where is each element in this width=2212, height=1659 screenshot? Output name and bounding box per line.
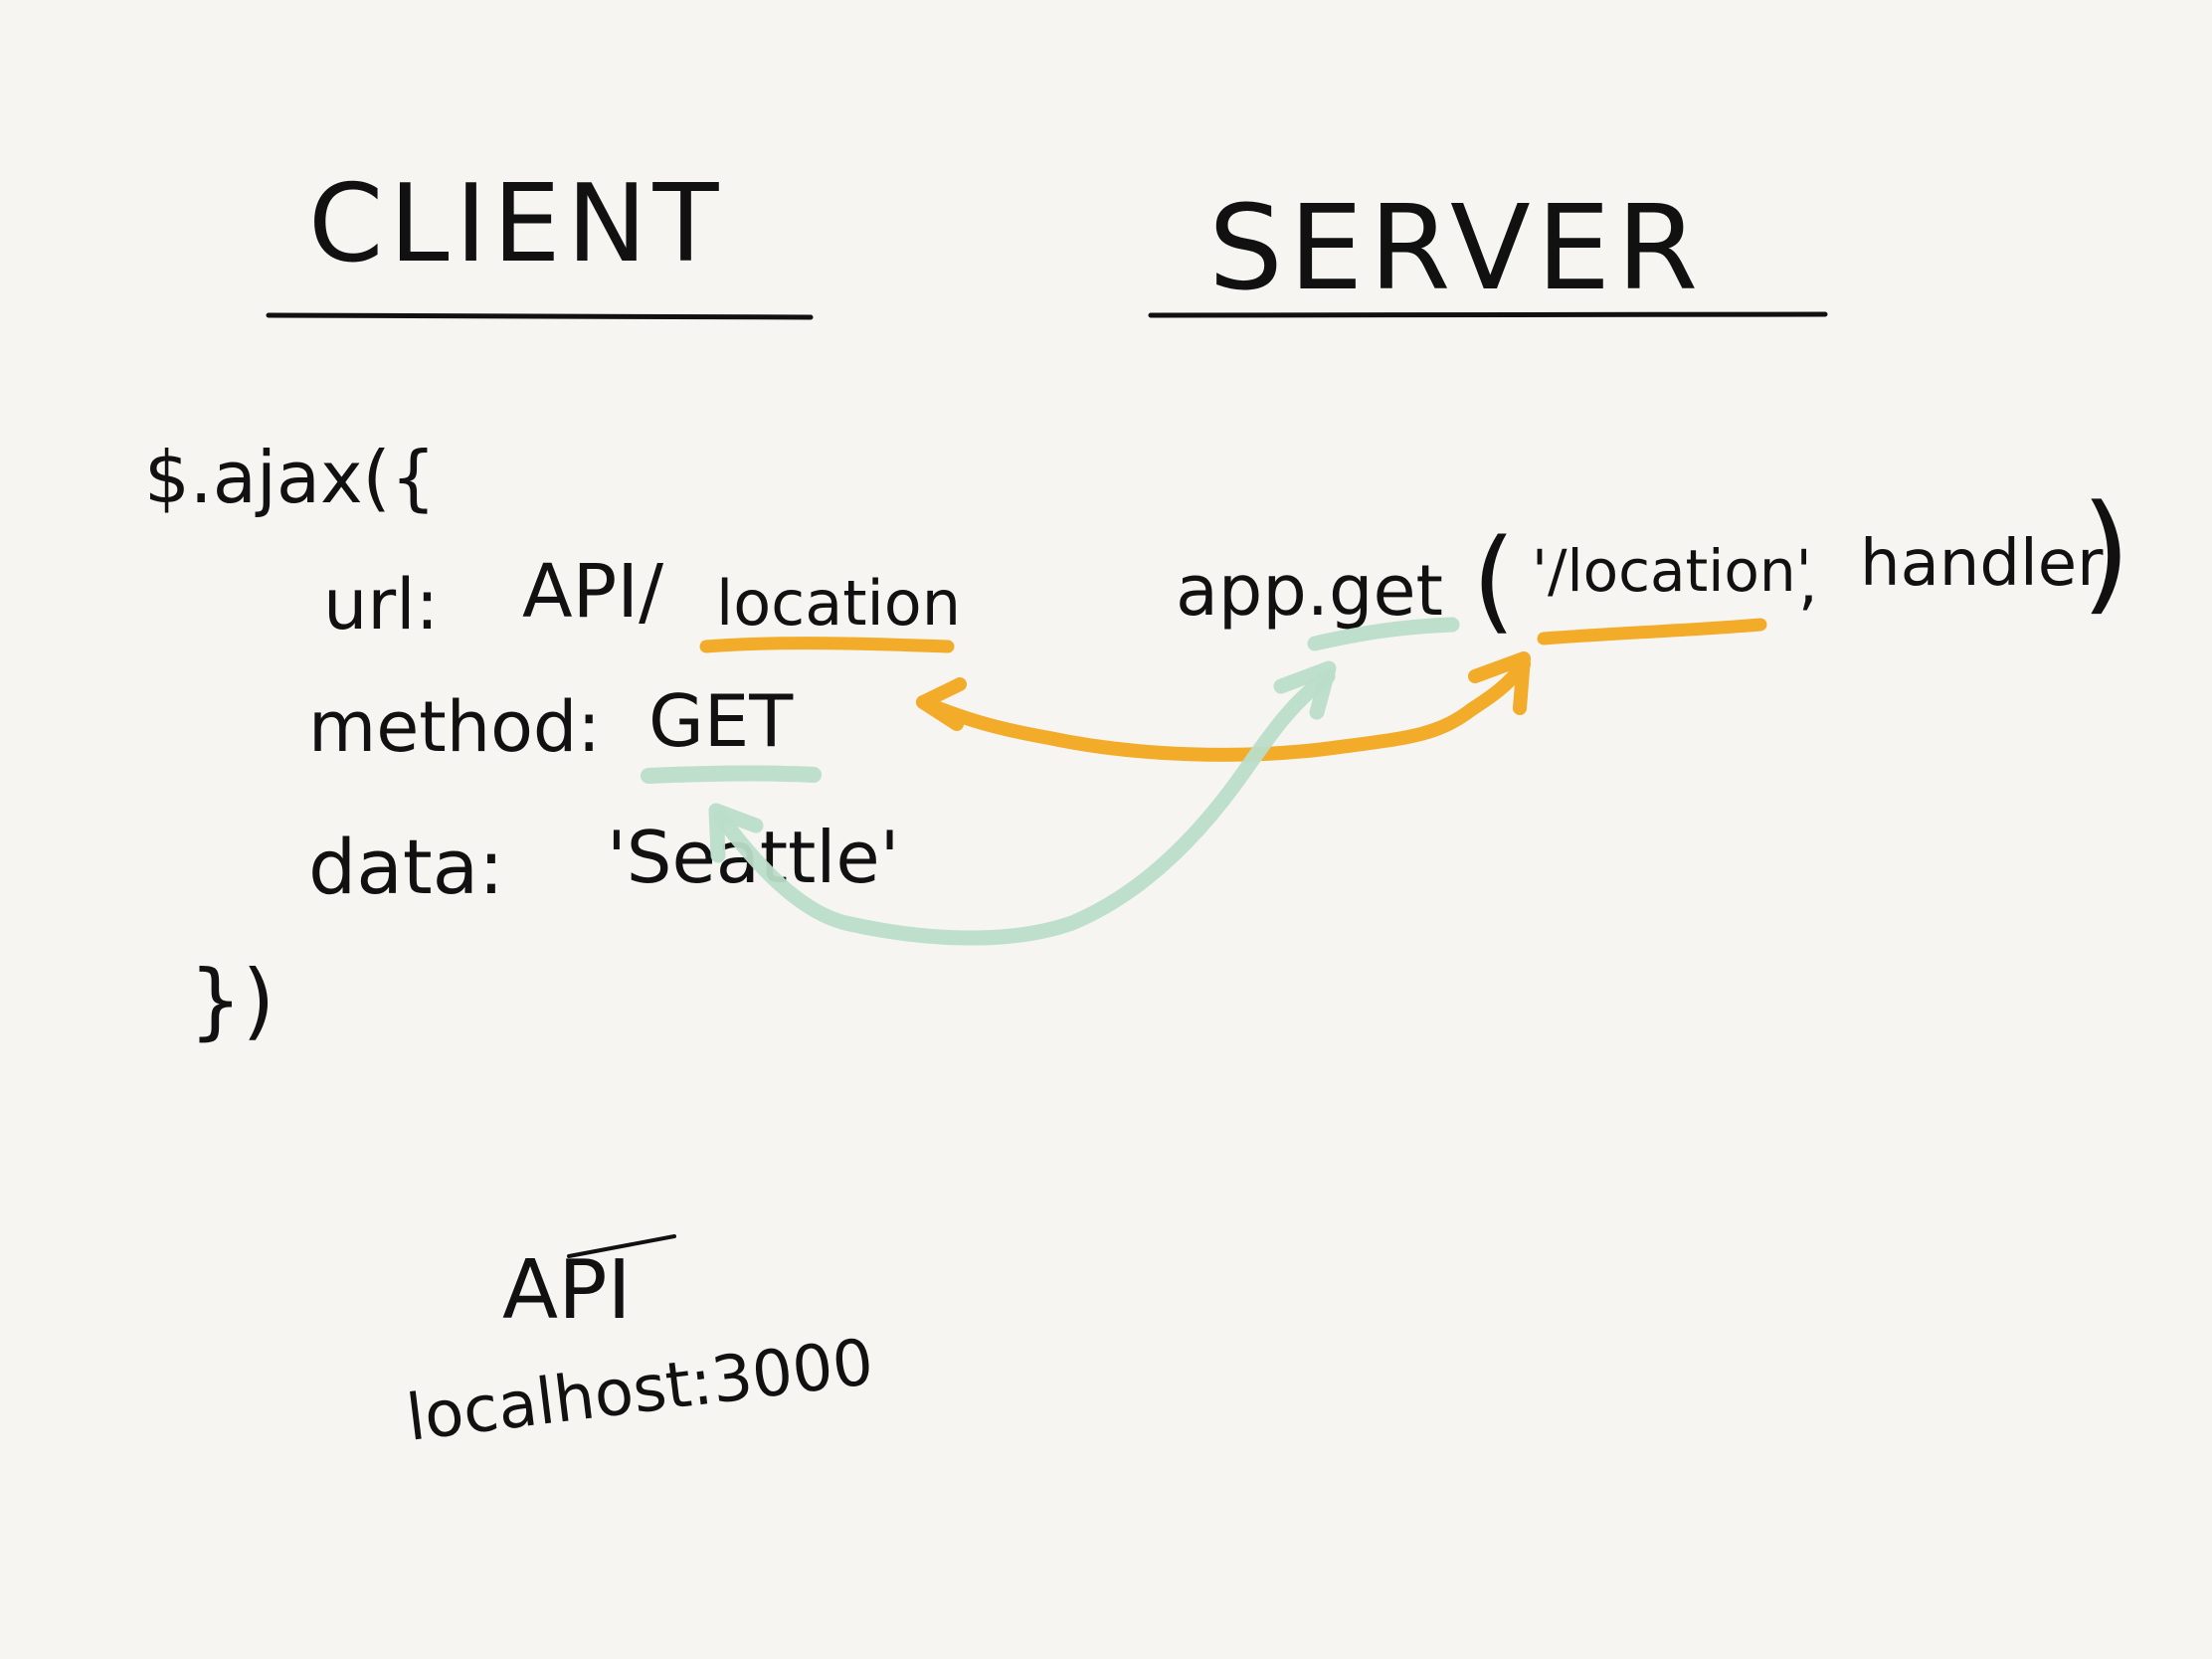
- method-link-arrow: [713, 668, 1336, 946]
- data-key: data:: [308, 823, 504, 911]
- url-key: url:: [323, 564, 439, 645]
- api-note-title-stroke: [567, 1234, 676, 1258]
- method-link-arrowhead-client: [708, 803, 764, 863]
- server-code-block: app.get ( '/location' , handler ): [1176, 476, 2131, 645]
- method-value: GET: [648, 679, 794, 763]
- client-heading-underline: [266, 312, 814, 320]
- api-note-address: localhost:3000: [403, 1326, 877, 1456]
- route-link-arrowhead-client: [916, 677, 967, 731]
- method-key: method:: [308, 686, 601, 768]
- route-link-arrowhead-server: [1468, 651, 1531, 715]
- client-method-underline: [641, 765, 822, 784]
- client-location-underline: [699, 637, 955, 653]
- method-link-group: [641, 617, 1460, 946]
- server-heading: SERVER: [1208, 179, 1704, 316]
- server-method-underline: [1307, 617, 1460, 651]
- method-link-arrowhead-server: [1273, 660, 1337, 720]
- client-heading: CLIENT: [308, 162, 724, 286]
- api-note-title: API: [502, 1243, 632, 1338]
- url-base: API/: [522, 549, 663, 635]
- server-close-paren: ): [2081, 476, 2131, 628]
- api-note: API localhost:3000: [403, 1234, 877, 1456]
- handler-argument: handler: [1860, 527, 2104, 601]
- server-open-paren: (: [1472, 516, 1516, 645]
- app-get-call: app.get: [1176, 550, 1443, 632]
- url-location-path: location: [716, 567, 961, 640]
- server-heading-underline: [1148, 311, 1828, 318]
- ajax-call-close: }): [189, 952, 275, 1049]
- ajax-call-open: $.ajax({: [144, 436, 436, 519]
- route-location-string: '/location': [1532, 537, 1812, 605]
- server-separator: ,: [1798, 545, 1818, 618]
- server-route-underline: [1537, 618, 1767, 645]
- client-code-block: $.ajax({ url: API/ location method: GET …: [144, 436, 961, 1049]
- route-link-group: [699, 618, 1767, 762]
- route-link-arrow: [916, 657, 1531, 762]
